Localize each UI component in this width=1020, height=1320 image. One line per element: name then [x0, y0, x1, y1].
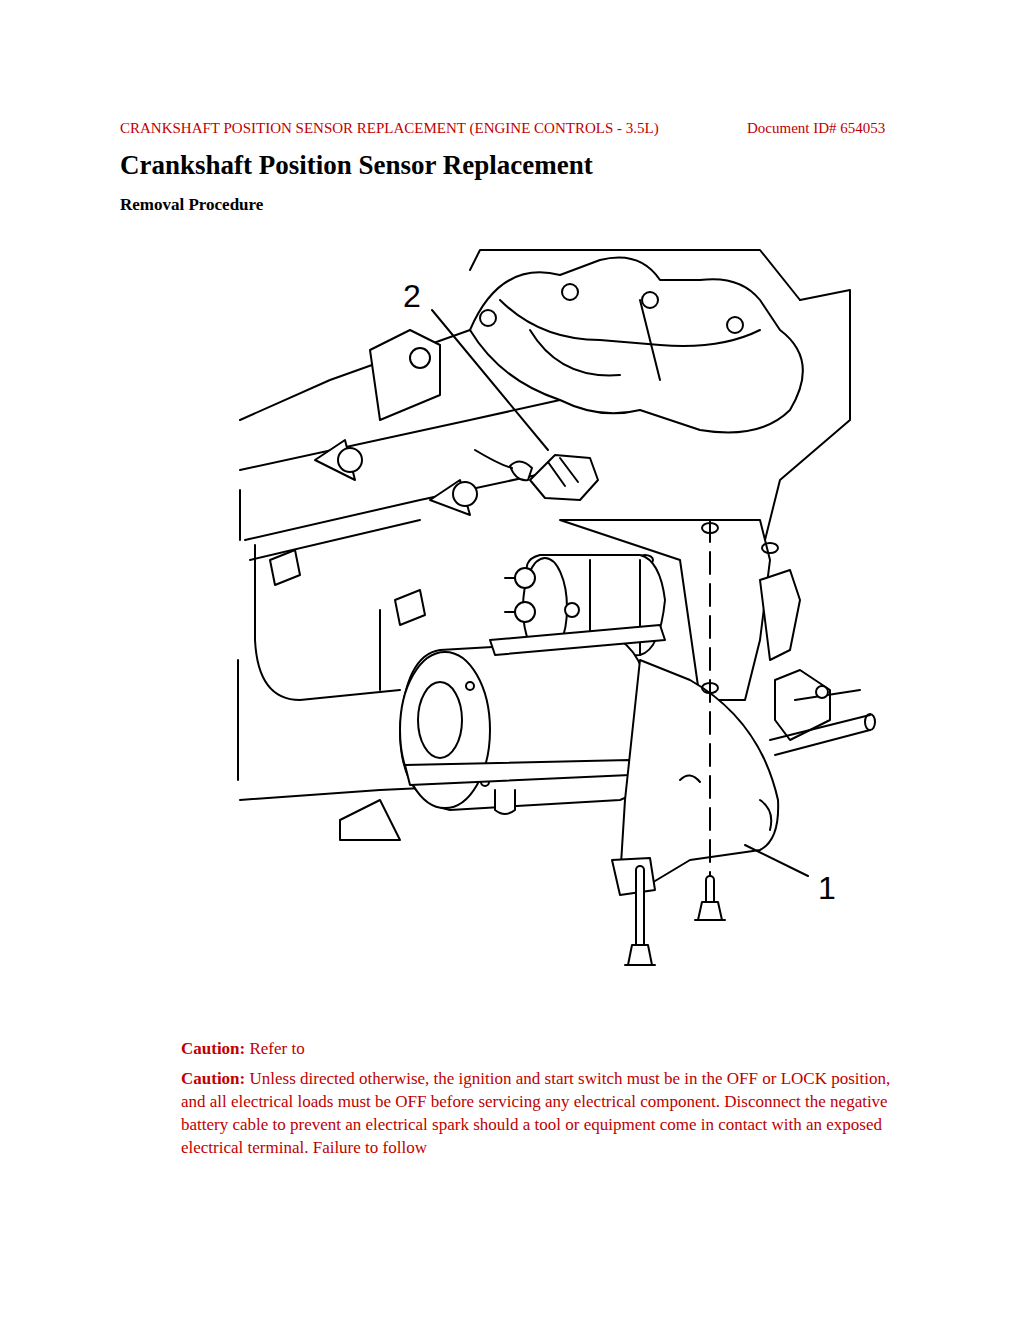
document-id: Document ID# 654053: [747, 120, 885, 137]
section-heading: Removal Procedure: [120, 195, 263, 215]
caution-paragraph: Caution: Refer to: [181, 1037, 896, 1060]
caution-label: Caution:: [181, 1039, 245, 1058]
page-title: Crankshaft Position Sensor Replacement: [120, 150, 593, 181]
running-header: CRANKSHAFT POSITION SENSOR REPLACEMENT (…: [120, 120, 659, 137]
caution-text: Refer to: [249, 1039, 304, 1058]
caution-label: Caution:: [181, 1069, 245, 1088]
caution-text: Unless directed otherwise, the ignition …: [181, 1069, 890, 1157]
callout-number: 1: [818, 870, 836, 907]
caution-paragraph: Caution: Unless directed otherwise, the …: [181, 1067, 896, 1159]
callout-number: 2: [403, 278, 421, 315]
